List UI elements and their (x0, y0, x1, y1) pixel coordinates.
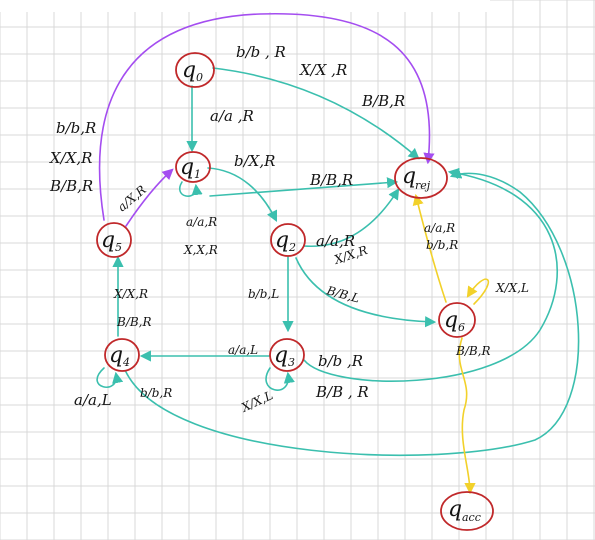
label-q0-qrej-x: X/X ,R (299, 61, 347, 79)
state-q0-ring (175, 52, 215, 88)
transition-labels: a/a ,R b/b , R X/X ,R B/B,R b/b,R X/X,R … (49, 43, 529, 415)
label-q4-q5-B: B/B,R (116, 315, 152, 329)
loop-q3 (265, 367, 295, 391)
label-q0-qrej-B: B/B,R (361, 92, 405, 110)
state-qacc-ring (440, 491, 494, 531)
state-q3-label: q (274, 343, 288, 368)
label-q2-qrej-a: a/a,R (316, 232, 355, 250)
state-qacc-label: q (448, 497, 462, 522)
label-q6-qacc: B/B,R (455, 344, 491, 358)
edge-q4-qrej (125, 167, 580, 457)
label-q4-qrej: b/b,R (140, 386, 172, 400)
edge-q0-qrej (212, 67, 420, 160)
label-q5-qrej-b: b/b,R (56, 119, 96, 137)
edge-q6-qacc (458, 337, 476, 495)
state-qrej-subscript: rej (415, 179, 431, 192)
label-q0-qrej-b: b/b , R (236, 43, 286, 61)
edge-q3-qrej (303, 167, 559, 382)
label-q6-qrej-b: b/b,R (426, 238, 458, 252)
label-q6-loop: X/X,L (495, 281, 529, 295)
edge-q5-q1 (125, 168, 174, 227)
state-q4-ring (104, 338, 140, 372)
state-q6-subscript: 6 (458, 321, 465, 334)
edges (96, 12, 580, 495)
label-q1-qrej: B/B,R (309, 171, 353, 189)
state-q1-ring (175, 151, 211, 183)
state-q4-subscript: 4 (122, 356, 130, 369)
state-q5-subscript: 5 (115, 241, 122, 254)
label-q3-qrej-B: B/B , R (315, 383, 369, 401)
loop-q6 (466, 278, 490, 305)
label-q4-loop: a/a,L (74, 391, 112, 409)
loop-q1 (179, 181, 203, 197)
edge-q2-q6 (295, 257, 437, 328)
state-q2-ring (270, 223, 306, 257)
state-q3-subscript: 3 (288, 356, 295, 369)
state-q3-ring (269, 338, 305, 372)
state-q2-subscript: 2 (288, 241, 296, 254)
state-q5-label: q (101, 228, 115, 253)
state-q6-ring (438, 302, 476, 338)
state-q2-label: q (275, 228, 289, 253)
edge-q2-qrej (303, 188, 400, 248)
state-q0-subscript: 0 (196, 71, 203, 84)
top-white-strip (0, 0, 490, 12)
label-q4-q5-x: X/X,R (113, 287, 148, 301)
label-q1-q2: b/X,R (234, 152, 275, 170)
state-qacc-subscript: acc (462, 511, 481, 524)
state-qrej-ring (394, 157, 448, 199)
state-q5: q 5 (96, 222, 132, 258)
state-q6: q 6 (438, 302, 476, 338)
loop-q4 (96, 367, 124, 388)
state-q5-ring (96, 222, 132, 258)
state-q4-label: q (109, 343, 123, 368)
state-qacc: q acc (440, 491, 494, 531)
state-q0: q 0 (175, 52, 215, 88)
label-q3-qrej-b: b/b ,R (318, 352, 363, 370)
edge-q1-qrej (209, 177, 399, 197)
state-q2: q 2 (270, 223, 306, 257)
label-q2-q3: b/b,L (248, 287, 279, 301)
state-q1: q 1 (175, 151, 211, 183)
label-q0-q1: a/a ,R (210, 107, 254, 125)
state-qrej-label: q (402, 164, 416, 189)
edge-q1-q2 (207, 167, 278, 223)
label-q5-qrej-B: B/B,R (49, 177, 93, 195)
state-q3: q 3 (269, 338, 305, 372)
edge-q6-qrej (412, 193, 447, 303)
state-q0-label: q (182, 58, 196, 83)
label-q5-qrej-x: X/X,R (49, 149, 92, 167)
edge-q5-qrej (98, 12, 435, 221)
label-q1-loop-a: a/a,R (186, 215, 217, 229)
label-q6-qrej-a: a/a,R (424, 221, 455, 235)
states: q 0 q 1 q 2 q 3 q 4 q 5 q (96, 52, 494, 531)
state-qrej: q rej (394, 157, 448, 199)
state-q4: q 4 (104, 338, 140, 372)
label-q3-q4: a/a,L (228, 343, 258, 357)
label-q1-loop-x: X,X,R (183, 243, 218, 257)
state-q6-label: q (444, 308, 458, 333)
state-q1-label: q (180, 155, 194, 180)
state-q1-subscript: 1 (194, 168, 201, 181)
